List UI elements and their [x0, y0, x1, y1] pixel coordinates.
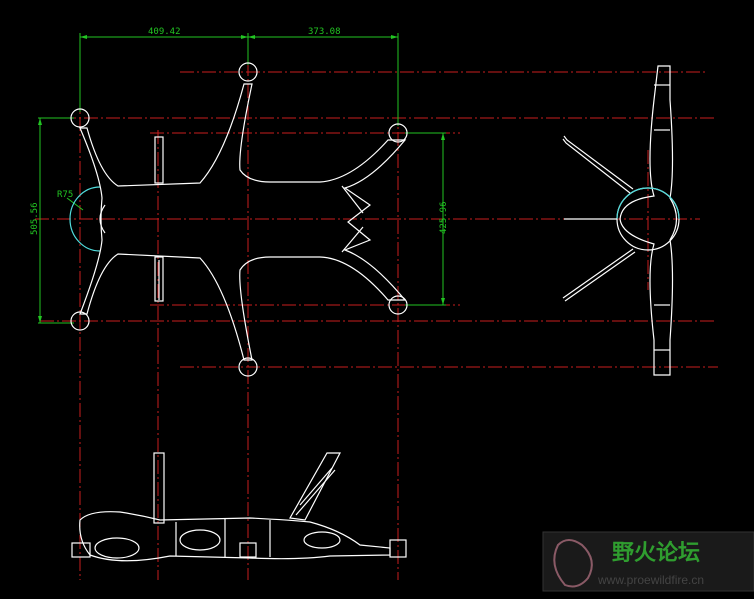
top-view-v-notch-lower [341, 226, 364, 253]
arrow-top-3 [248, 35, 255, 39]
top-view-inner-line [99, 204, 106, 234]
side-view-arm-upper [563, 135, 634, 190]
hole-bottom-right [388, 295, 408, 315]
hole-top-left [70, 108, 90, 128]
front-view-foot-right [389, 539, 407, 558]
dim-left-height-label: 505.56 [30, 202, 40, 235]
radius-leader [66, 197, 84, 211]
hole-top-right [388, 123, 408, 143]
front-view-boss-3 [303, 531, 341, 549]
dim-radius-label: R75 [57, 190, 73, 200]
watermark: 野火论坛 www.proewildfire.cn [542, 531, 754, 592]
hole-bottom-left [70, 311, 90, 331]
top-view-fin-lower [154, 256, 164, 302]
side-view-arm-upper-2 [562, 138, 631, 194]
side-view-arm-lower [562, 248, 634, 299]
top-view [69, 62, 408, 377]
front-view-body-outline [79, 511, 391, 562]
arrow-left-2 [38, 316, 42, 323]
front-view-fin-rib-2 [295, 469, 336, 516]
dim-top-left-label: 409.42 [148, 27, 181, 37]
front-view-mast [153, 452, 165, 524]
arrow-right-1 [441, 133, 445, 140]
top-view-fin-upper [154, 136, 164, 184]
watermark-title: 野火论坛 [612, 540, 700, 566]
front-view-foot-left [71, 542, 91, 558]
dim-right-height-label: 425.96 [439, 201, 449, 234]
top-view-body-outline [79, 83, 407, 361]
front-view-boss-2 [179, 529, 221, 551]
side-view-hub-outline [616, 187, 680, 220]
watermark-logo [553, 539, 593, 588]
arrow-right-2 [441, 298, 445, 305]
arrow-left-1 [38, 118, 42, 125]
front-view-fin-rib-1 [299, 467, 333, 506]
front-view-boss-1 [94, 537, 140, 559]
watermark-url: www.proewildfire.cn [597, 573, 704, 587]
arrow-top-2 [241, 35, 248, 39]
dimensions [38, 33, 446, 324]
front-view [71, 452, 407, 562]
dim-top-right-label: 373.08 [308, 27, 341, 37]
top-view-hub-arc [69, 186, 101, 252]
hole-bottom-middle [238, 357, 258, 377]
side-view-arm-lower-2 [564, 251, 636, 302]
dimension-arrows [38, 35, 445, 323]
hole-top-middle [238, 62, 258, 82]
front-view-fin [289, 452, 341, 521]
arrow-top-1 [80, 35, 87, 39]
arrow-top-4 [391, 35, 398, 39]
top-view-v-notch-upper [341, 185, 364, 214]
side-view [562, 65, 680, 376]
front-view-foot-mid [239, 542, 257, 558]
